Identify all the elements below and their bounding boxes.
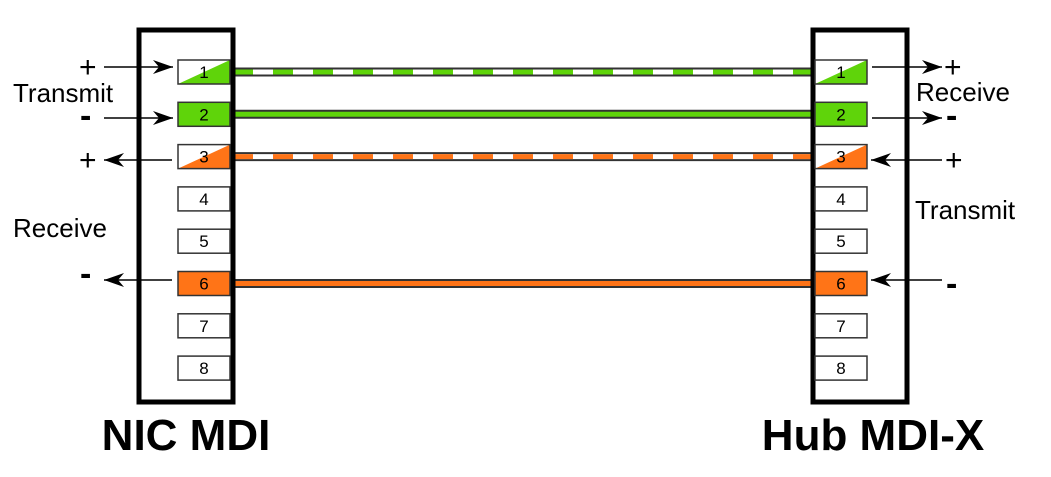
pin-number: 5 bbox=[199, 232, 208, 251]
left-pin-5: 5 bbox=[177, 228, 231, 254]
right-pin-4: 4 bbox=[814, 186, 868, 212]
left-receive-label: Receive bbox=[13, 213, 107, 243]
right-pin-1: 1 bbox=[814, 59, 868, 85]
hub-connector-box bbox=[810, 27, 910, 405]
right-pin-6: 6 bbox=[814, 270, 868, 297]
right-pin-7: 7 bbox=[814, 313, 868, 339]
left-pin1-sign: + bbox=[79, 51, 97, 84]
pin-number: 2 bbox=[836, 105, 845, 124]
left-pin6-sign: - bbox=[80, 255, 91, 293]
hub-mdi-x-title: Hub MDI-X bbox=[762, 411, 984, 460]
right-pin-8: 8 bbox=[814, 355, 868, 381]
nic-mdi-title: NIC MDI bbox=[102, 411, 271, 460]
wires bbox=[230, 67, 816, 288]
pin-number: 5 bbox=[836, 232, 845, 251]
left-pin-7: 7 bbox=[177, 313, 231, 339]
pin-number: 8 bbox=[199, 359, 208, 378]
right-pin1-sign: + bbox=[944, 51, 962, 84]
pin-number: 7 bbox=[836, 317, 845, 336]
left-pin-2: 2 bbox=[177, 101, 231, 128]
left-pin-3: 3 bbox=[177, 143, 231, 170]
right-pin2-sign: - bbox=[946, 97, 957, 135]
right-pin6-sign: - bbox=[946, 265, 957, 303]
pin-number: 7 bbox=[199, 317, 208, 336]
right-pin-3: 3 bbox=[814, 143, 868, 170]
right-transmit-label: Transmit bbox=[915, 195, 1016, 225]
pin-number: 6 bbox=[836, 275, 845, 294]
left-pin-8: 8 bbox=[177, 355, 231, 381]
nic-connector-box bbox=[136, 27, 236, 405]
pin-number: 3 bbox=[836, 148, 845, 167]
left-pin2-sign: - bbox=[80, 97, 91, 135]
pins: 1 2 3 4 5 6 7 8 1 2 3 4 5 6 7 8 bbox=[177, 59, 868, 381]
left-pin-4: 4 bbox=[177, 186, 231, 212]
pin-number: 3 bbox=[199, 148, 208, 167]
right-pin-2: 2 bbox=[814, 101, 868, 128]
left-transmit-label: Transmit bbox=[13, 78, 114, 108]
pin-number: 6 bbox=[199, 275, 208, 294]
pin-number: 8 bbox=[836, 359, 845, 378]
right-pin3-sign: + bbox=[945, 144, 963, 177]
pin-number: 1 bbox=[199, 63, 208, 82]
left-pin3-sign: + bbox=[79, 144, 97, 177]
left-pin-6: 6 bbox=[177, 270, 231, 297]
pin-number: 4 bbox=[199, 190, 208, 209]
pin-number: 2 bbox=[199, 105, 208, 124]
pin-number: 4 bbox=[836, 190, 845, 209]
right-pin-5: 5 bbox=[814, 228, 868, 254]
left-pin-1: 1 bbox=[177, 59, 231, 85]
pin-number: 1 bbox=[836, 63, 845, 82]
right-receive-label: Receive bbox=[916, 77, 1010, 107]
